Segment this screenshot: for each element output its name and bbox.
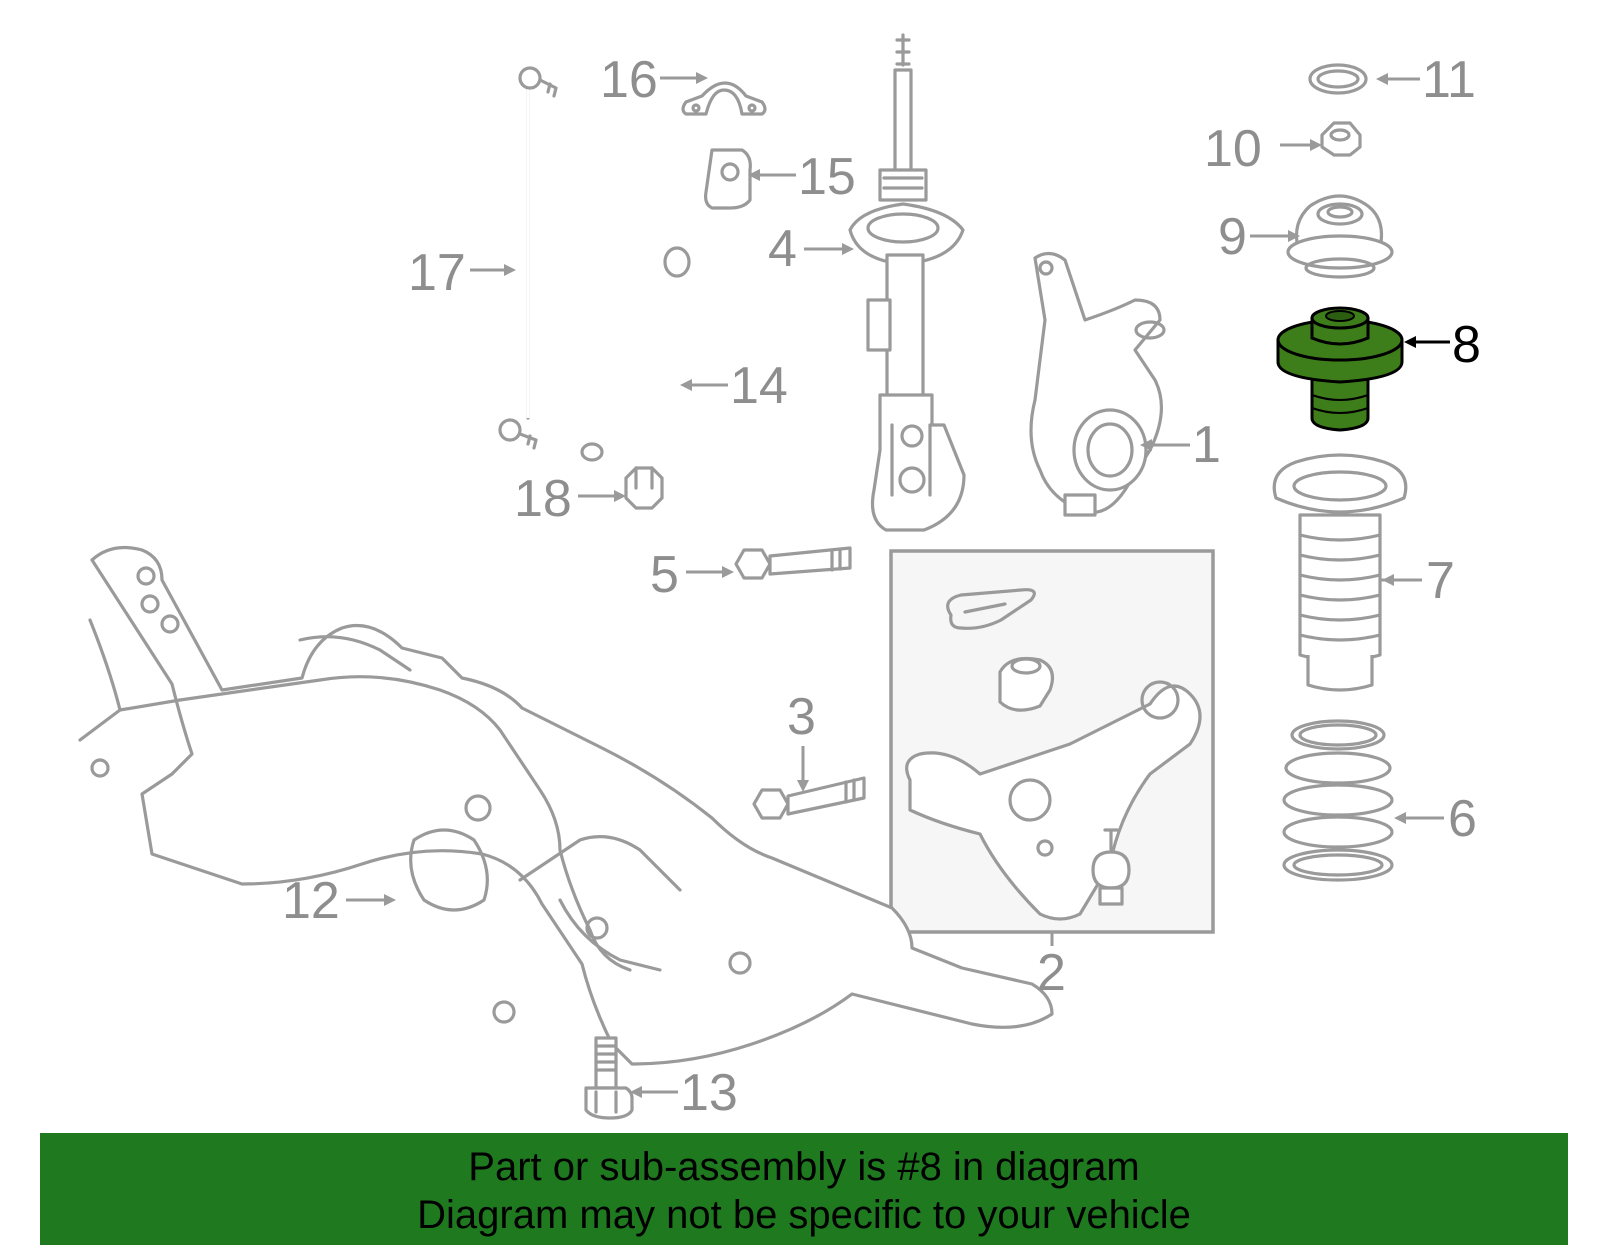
callout-6: 6: [1448, 790, 1477, 848]
callout-7: 7: [1426, 552, 1455, 610]
banner-line-1: Part or sub-assembly is #8 in diagram: [468, 1145, 1140, 1189]
part-16-bracket: [681, 81, 767, 116]
part-5-bolt: [734, 546, 852, 580]
part-14-stabilizer-bar: [580, 158, 711, 462]
callout-5: 5: [650, 546, 679, 604]
callout-2: 2: [1037, 944, 1066, 1002]
callout-labels: 1 2 3 4 5 6 7 8 9 10 11 12 13 14 15 16 1…: [282, 51, 1481, 1122]
part-2-lower-control-arm: [889, 549, 1215, 934]
callout-4: 4: [768, 220, 797, 278]
part-8-bump-stop: [1276, 306, 1404, 432]
part-4-strut: [848, 33, 966, 532]
callout-17: 17: [408, 244, 466, 302]
callout-13: 13: [680, 1064, 738, 1122]
part-12-crossmember: [78, 546, 1054, 1066]
part-11-ring: [1308, 63, 1368, 95]
callout-10: 10: [1204, 120, 1262, 178]
part-13-bolt: [584, 1036, 634, 1120]
part-7-dust-boot: [1272, 453, 1408, 692]
callout-18: 18: [514, 470, 572, 528]
part-9-upper-mount: [1286, 194, 1394, 279]
part-3-bolt: [752, 776, 866, 820]
callout-8: 8: [1452, 316, 1481, 374]
part-6-coil-spring: [1282, 719, 1394, 882]
part-10-nut: [1320, 121, 1362, 157]
callout-9: 9: [1218, 208, 1247, 266]
callout-15: 15: [798, 148, 856, 206]
callout-14: 14: [730, 357, 788, 415]
banner-line-2: Diagram may not be specific to your vehi…: [417, 1193, 1191, 1237]
callout-1: 1: [1192, 416, 1221, 474]
callout-3: 3: [787, 688, 816, 746]
part-1-steering-knuckle: [1029, 251, 1166, 517]
part-18-nut: [624, 466, 664, 510]
callout-11: 11: [1422, 51, 1476, 109]
callout-12: 12: [282, 872, 340, 930]
info-banner: Part or sub-assembly is #8 in diagram Di…: [40, 1133, 1568, 1245]
callout-16: 16: [600, 51, 658, 109]
callout-arrows: [346, 72, 1450, 1098]
part-17-stabilizer-link: [498, 66, 558, 450]
part-15-bushing: [704, 148, 752, 210]
